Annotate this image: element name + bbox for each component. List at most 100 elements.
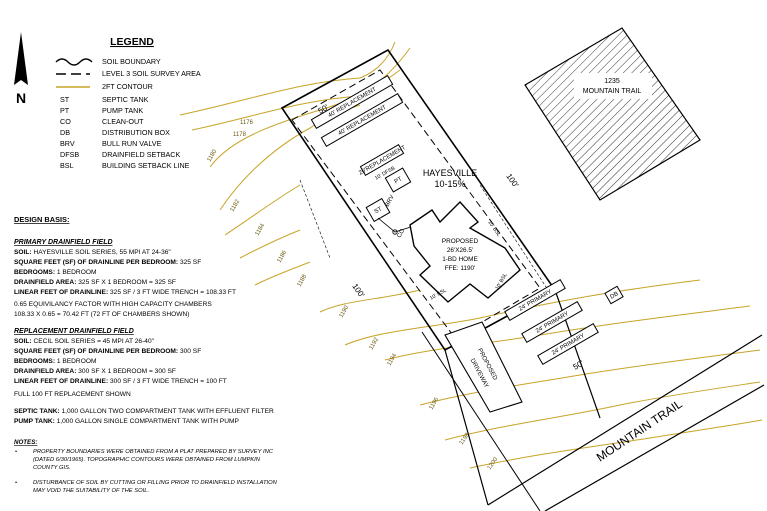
legend-title: LEGEND <box>110 36 154 48</box>
contour-line <box>469 419 763 469</box>
notes-heading: NOTES: <box>14 439 37 446</box>
contour-line <box>419 349 761 406</box>
legend-label: LEVEL 3 SOIL SURVEY AREA <box>102 69 201 78</box>
primary-factor: 0.65 EQUIVILANCY FACTOR WITH HIGH CAPACI… <box>14 301 212 308</box>
septic-tank-spec: SEPTIC TANK: 1,000 GALLON TWO COMPARTMEN… <box>14 408 274 415</box>
pump-tank-spec: PUMP TANK: 1,000 GALLON SINGLE COMPARTME… <box>14 418 239 425</box>
legend-abbr: BRV <box>60 139 75 148</box>
contour-label: 1192 <box>369 336 381 351</box>
contour-label: 1182 <box>230 198 242 213</box>
home-label-line: FFE: 1190' <box>445 265 476 272</box>
pump-tank: PT <box>384 167 412 193</box>
contour-label: 1180 <box>207 148 219 163</box>
contour-line <box>344 279 701 346</box>
home-label-line: 1-BD HOME <box>442 256 478 263</box>
primary-soil: SOIL: HAYESVILLE SOIL SERIES, 55 MPI AT … <box>14 249 171 256</box>
neighbor-address-street: MOUNTAIN TRAIL <box>583 88 642 95</box>
north-arrow: N <box>14 32 28 106</box>
lot-extension-line <box>444 349 489 506</box>
dimension-label: 100' <box>504 172 520 190</box>
legend-abbr: DFSB <box>60 150 79 159</box>
note-bullet: • <box>15 480 17 486</box>
notes: NOTES: • PROPERTY BOUNDARIES WERE OBTAIN… <box>14 439 278 494</box>
north-label: N <box>16 90 26 106</box>
home-label-line: PROPOSED <box>442 238 479 245</box>
contour-label: 1188 <box>297 273 309 288</box>
replacement-area: DRAINFIELD AREA: 300 SF X 1 BEDROOM = 30… <box>14 368 176 375</box>
neighbor-lot-1235: 1235 MOUNTAIN TRAIL <box>524 27 701 201</box>
neighbor-address-number: 1235 <box>604 78 620 85</box>
clean-out-icon <box>392 229 398 235</box>
distribution-box: DB <box>604 285 624 305</box>
replacement-bedrooms: BEDROOMS: 1 BEDROOM <box>14 358 96 365</box>
primary-area: DRAINFIELD AREA: 325 SF X 1 BEDROOM = 32… <box>14 279 176 286</box>
note-1-line: PROPERTY BOUNDARIES WERE OBTAINED FROM A… <box>33 449 274 455</box>
mountain-trail-road: MOUNTAIN TRAIL <box>487 334 765 511</box>
note-2-line: DISTURBANCE OF SOIL BY CUTTING OR FILLIN… <box>33 480 278 486</box>
contour-label: 1186 <box>277 249 289 264</box>
soil-boundary-symbol-icon <box>55 58 93 66</box>
home-label-line: 26'X26.5' <box>447 247 473 254</box>
septic-tank: ST <box>365 197 391 223</box>
contour-line <box>179 41 396 116</box>
contour-label: 1178 <box>233 132 247 138</box>
primary-factor-calc: 108.33 X 0.65 = 70.42 FT (72 FT OF CHAMB… <box>14 311 189 318</box>
legend-label: SEPTIC TANK <box>102 95 149 104</box>
bsl-label: 10' BSL <box>486 220 501 238</box>
legend-label: BUILDING SETBACK LINE <box>102 161 190 170</box>
setback-line <box>299 179 331 259</box>
contour-label: 1194 <box>387 352 399 367</box>
legend-abbr: DB <box>60 128 70 137</box>
design-basis-heading: DESIGN BASIS: <box>14 215 69 224</box>
legend-label: CLEAN-OUT <box>102 117 144 126</box>
bull-run-valve-label: BRV <box>385 194 396 208</box>
contour-label: 1184 <box>255 222 267 237</box>
legend-label: BULL RUN VALVE <box>102 139 162 148</box>
soil-survey-area <box>291 69 541 339</box>
soil-zone-name: HAYESVILLE <box>423 168 477 178</box>
distribution-box-label: DB <box>609 291 619 300</box>
note-2-line: MAY VOID THE SUITABILITY OF THE SOIL. <box>33 488 149 494</box>
legend-abbr: PT <box>60 106 70 115</box>
legend-label: DRAINFIELD SETBACK <box>102 150 180 159</box>
neighbor-building <box>524 27 701 201</box>
contour-line <box>191 47 411 131</box>
primary-bedrooms: BEDROOMS: 1 BEDROOM <box>14 269 96 276</box>
contour-label: 1176 <box>240 120 254 126</box>
soil-zone-slope: 10-15% <box>434 179 465 189</box>
road-edge <box>487 334 763 506</box>
replacement-soil: SOIL: CECIL SOIL SERIES = 45 MPI AT 26-4… <box>14 338 155 345</box>
legend-label: PUMP TANK <box>102 106 143 115</box>
contour-label: 1196 <box>429 396 441 411</box>
note-1-line: (DATED 6/30/1965). TOPOGRAPHIC CONTOURS … <box>33 457 261 463</box>
contour-line <box>319 289 421 313</box>
primary-sqft: SQUARE FEET (SF) OF DRAINLINE PER BEDROO… <box>14 259 201 266</box>
contour-line <box>444 381 761 441</box>
septic-tank-label: ST <box>374 206 384 215</box>
clean-out-label: CO <box>397 228 407 239</box>
primary-heading: PRIMARY DRAINFIELD FIELD <box>14 239 113 246</box>
legend-label: SOIL BOUNDARY <box>102 57 161 66</box>
proposed-driveway <box>444 321 523 413</box>
legend-abbr: BSL <box>60 161 74 170</box>
design-basis: DESIGN BASIS: PRIMARY DRAINFIELD FIELD S… <box>14 215 274 425</box>
note-bullet: • <box>15 449 17 455</box>
contour-label: 1200 <box>487 456 500 471</box>
replacement-linear: LINEAR FEET OF DRAINLINE: 300 SF / 3 FT … <box>14 378 227 385</box>
pump-tank-label: PT <box>394 176 404 185</box>
primary-linear: LINEAR FEET OF DRAINLINE: 325 SF / 3 FT … <box>14 289 236 296</box>
replacement-heading: REPLACEMENT DRAINFIELD FIELD <box>14 328 134 335</box>
legend: LEGEND SOIL BOUNDARY LEVEL 3 SOIL SURVEY… <box>55 36 201 170</box>
contour-line <box>254 261 311 286</box>
contour-line <box>239 229 301 259</box>
note-1-line: COUNTY GIS. <box>33 465 71 471</box>
legend-abbr: ST <box>60 95 70 104</box>
legend-label: 2FT CONTOUR <box>102 82 153 91</box>
dimension-label: 100' <box>350 282 366 300</box>
north-arrow-icon <box>14 32 28 85</box>
replacement-shown: FULL 100 FT REPLACEMENT SHOWN <box>14 391 131 398</box>
legend-abbr: CO <box>60 117 71 126</box>
road-edge <box>544 384 765 511</box>
setback-line <box>479 184 549 291</box>
